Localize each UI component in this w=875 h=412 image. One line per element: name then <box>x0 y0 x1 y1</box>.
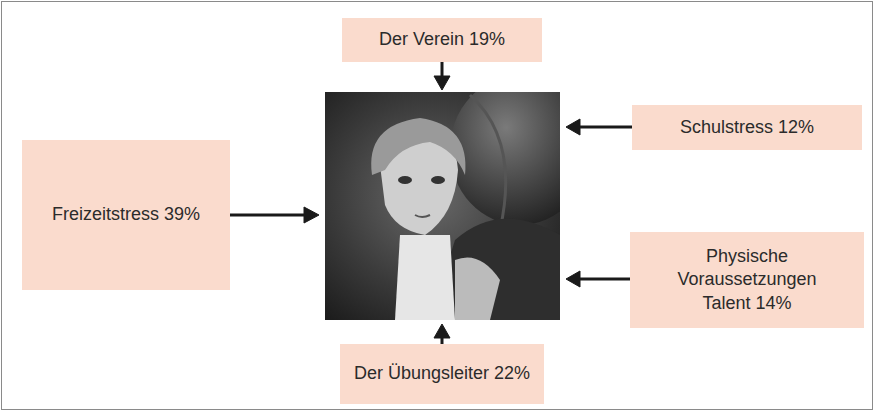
factor-label: Freizeitstress 39% <box>52 203 200 226</box>
factor-box: Freizeitstress 39% <box>22 140 230 290</box>
factor-box: Schulstress 12% <box>632 105 862 150</box>
factor-label: Schulstress 12% <box>680 116 814 139</box>
factor-label: Physische Voraussetzungen Talent 14% <box>660 245 834 315</box>
factor-box: Der Übungsleiter 22% <box>340 344 544 405</box>
factor-box: Der Verein 19% <box>342 18 542 62</box>
factor-label: Der Verein 19% <box>379 28 505 51</box>
factor-box: Physische Voraussetzungen Talent 14% <box>630 232 864 328</box>
arrows <box>230 62 632 352</box>
photo <box>325 92 560 320</box>
factor-label: Der Übungsleiter 22% <box>354 362 530 385</box>
